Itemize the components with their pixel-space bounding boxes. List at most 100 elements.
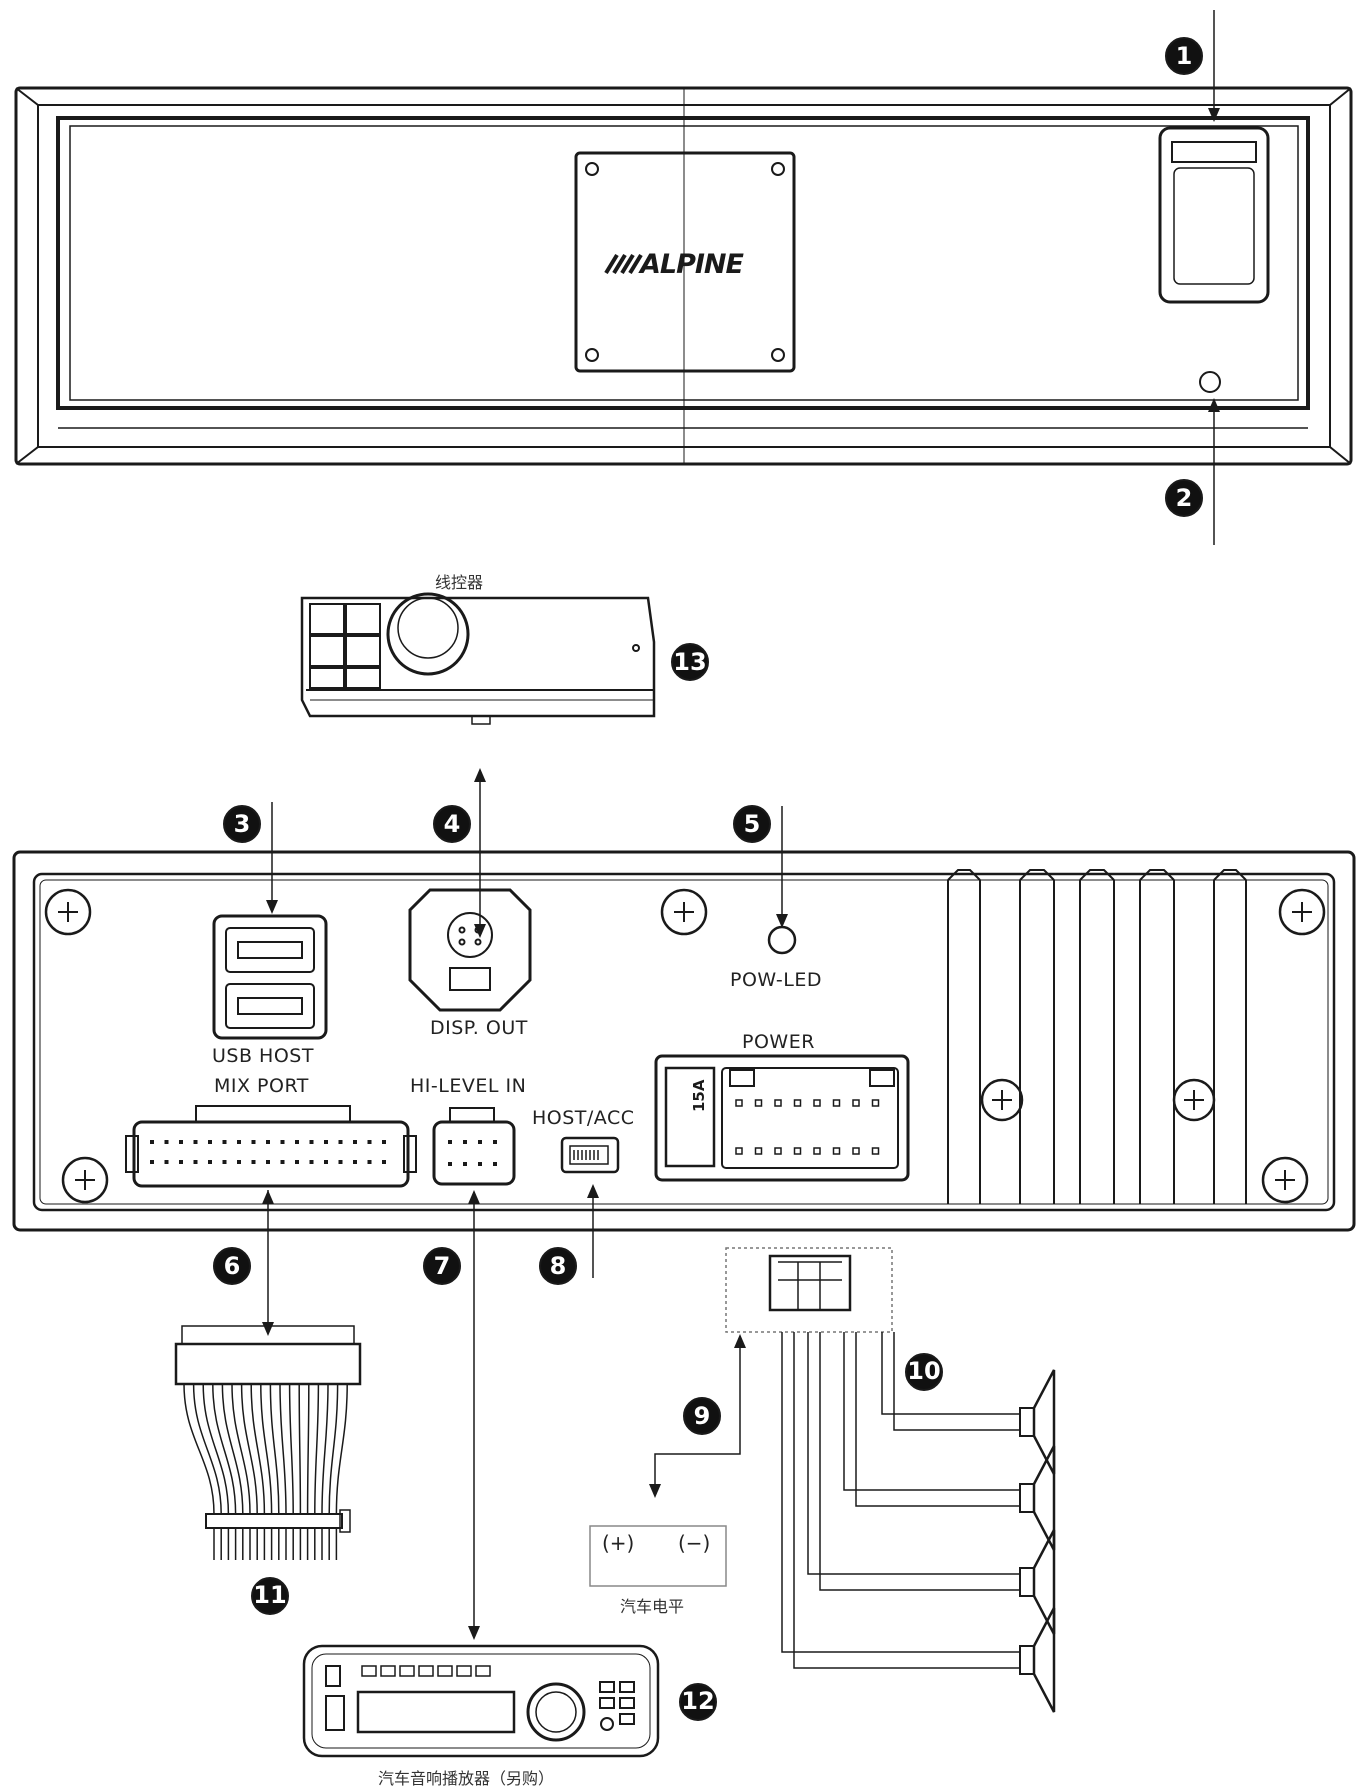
svg-text:12: 12: [681, 1687, 714, 1715]
car-level-box: [589, 1525, 727, 1587]
power-connector[interactable]: 15A: [654, 1054, 910, 1182]
harness-wire: [335, 1383, 348, 1560]
alpine-logo: ALPINE: [638, 249, 745, 280]
speaker-cone: [1032, 1607, 1056, 1713]
pin: [735, 1147, 743, 1155]
pin: [852, 1099, 860, 1107]
alpine-logo-stripes: [604, 253, 643, 275]
heatsink: [947, 869, 1247, 1204]
fuse-label: 15A: [690, 1079, 708, 1112]
pin: [280, 1160, 285, 1164]
usb-host-port[interactable]: [212, 914, 328, 1040]
pin: [164, 1140, 169, 1144]
pin: [179, 1160, 183, 1164]
player-button: [437, 1665, 453, 1677]
pin: [793, 1147, 802, 1155]
svg-text:7: 7: [434, 1252, 451, 1280]
speaker-magnet: [1019, 1483, 1035, 1513]
front-panel: ALPINE: [14, 10, 1353, 545]
pin: [222, 1160, 227, 1164]
pin: [367, 1160, 372, 1164]
front-usb-slot[interactable]: [1158, 126, 1270, 304]
pin: [448, 1140, 452, 1144]
hi-level-in-port[interactable]: [432, 1107, 516, 1186]
pin: [266, 1140, 270, 1144]
pin: [832, 1099, 841, 1107]
harness-wire: [306, 1383, 310, 1560]
svg-text:11: 11: [253, 1581, 286, 1609]
svg-text:13: 13: [673, 648, 706, 676]
harness-wire: [250, 1383, 266, 1560]
speaker-magnet: [1019, 1567, 1035, 1597]
host-acc-label: HOST/ACC: [532, 1107, 635, 1129]
callout-6: 6: [213, 1247, 251, 1285]
pin: [237, 1140, 241, 1144]
pin: [832, 1147, 841, 1155]
pin: [309, 1160, 314, 1164]
speaker-wire: [893, 1332, 1020, 1431]
speaker-wire: [807, 1332, 1020, 1575]
minus-label: (−): [678, 1531, 710, 1555]
pin: [353, 1160, 357, 1164]
disp-out-label: DISP. OUT: [430, 1017, 528, 1039]
power-harness: (+) (−) 汽车电平: [589, 1247, 1056, 1713]
pin: [280, 1140, 285, 1144]
harness-wire: [231, 1383, 251, 1560]
harness-wire: [288, 1383, 294, 1560]
logo-plate: ALPINE: [574, 151, 796, 373]
harness-wire: [314, 1383, 320, 1560]
speaker-cone: [1032, 1369, 1056, 1475]
pin: [813, 1099, 821, 1107]
player-button: [418, 1665, 434, 1677]
speaker-magnet: [1019, 1645, 1035, 1675]
car-audio-player: 汽车音响播放器（另购）: [302, 1644, 660, 1788]
pow-led: [767, 925, 797, 955]
pin: [871, 1147, 880, 1155]
svg-text:8: 8: [550, 1252, 567, 1280]
speaker-wire: [855, 1332, 1020, 1507]
host-acc-switch[interactable]: [560, 1136, 620, 1174]
svg-text:10: 10: [907, 1357, 940, 1385]
controller-knob[interactable]: [386, 592, 470, 676]
pin: [338, 1160, 343, 1164]
harness-wire: [221, 1383, 244, 1560]
pin: [353, 1140, 357, 1144]
pin: [493, 1162, 497, 1166]
screws: [44, 888, 1326, 1204]
disp-out-port[interactable]: [408, 888, 532, 1012]
pin: [852, 1147, 860, 1155]
mix-port-label: MIX PORT: [214, 1075, 309, 1097]
pin: [208, 1140, 212, 1144]
svg-text:2: 2: [1176, 484, 1193, 512]
pin: [179, 1140, 183, 1144]
pin: [448, 1162, 452, 1166]
pin: [164, 1160, 169, 1164]
power-label: POWER: [742, 1031, 815, 1053]
speaker-wire: [819, 1332, 1020, 1591]
callout-3: 3: [223, 805, 261, 843]
player-button: [456, 1665, 472, 1677]
pow-led-label: POW-LED: [730, 969, 822, 991]
callouts: 1 2 13 3 4 5 6 7 8 9 10 11 12: [213, 37, 1203, 1721]
speaker-wire: [843, 1332, 1020, 1491]
pin: [478, 1162, 482, 1166]
svg-text:3: 3: [234, 810, 251, 838]
harness-wire: [260, 1383, 273, 1560]
pin: [251, 1160, 256, 1164]
pin: [338, 1140, 343, 1144]
pin: [150, 1140, 154, 1144]
pin: [251, 1140, 256, 1144]
mix-port[interactable]: [125, 1105, 417, 1188]
harness-wire: [212, 1383, 237, 1560]
callout-2: 2: [1165, 479, 1203, 517]
harness-wire: [202, 1383, 230, 1560]
hi-level-in-label: HI-LEVEL IN: [410, 1075, 526, 1097]
harness-wire: [321, 1383, 329, 1560]
usb-host-label: USB HOST: [212, 1045, 314, 1067]
pin: [793, 1099, 802, 1107]
pin: [222, 1140, 227, 1144]
pin: [382, 1160, 386, 1164]
pin: [193, 1140, 198, 1144]
harness-wire: [328, 1383, 339, 1560]
pin: [367, 1140, 372, 1144]
